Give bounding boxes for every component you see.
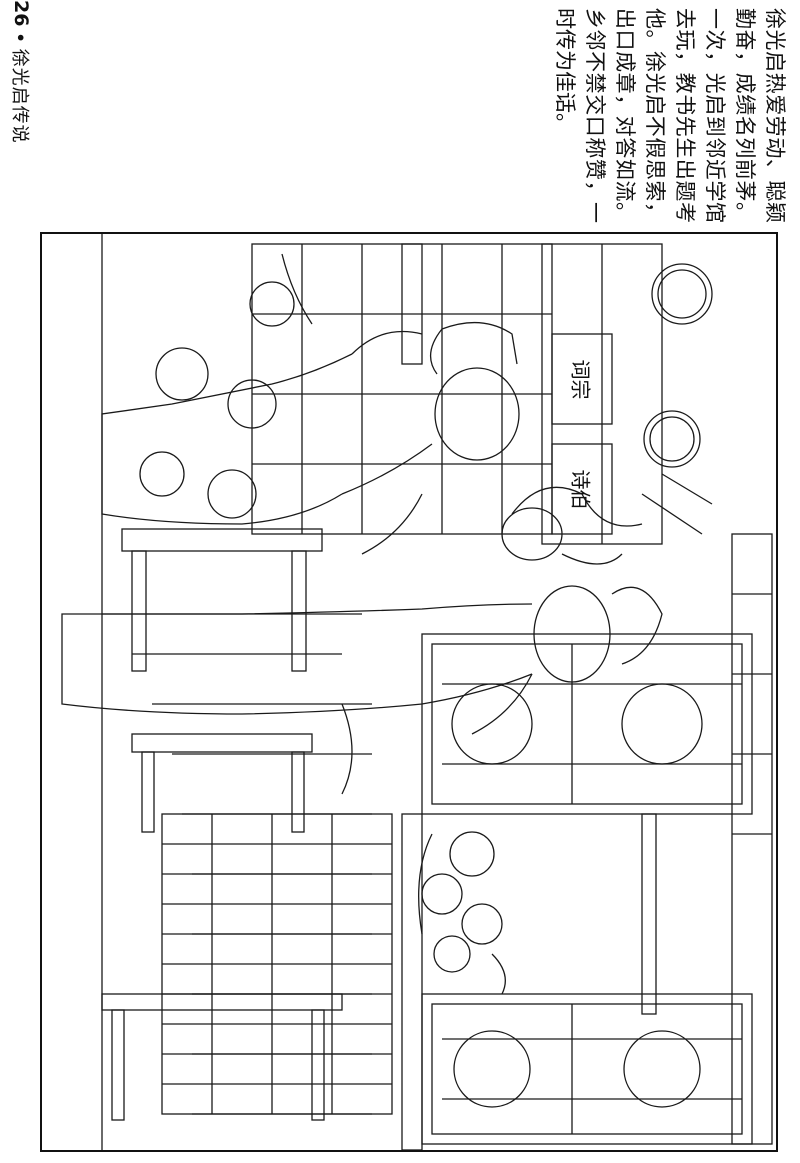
page-header: 26 • 徐光启传说	[4, 0, 38, 160]
teacher-figure	[101, 253, 520, 555]
plant-arrangement	[501, 473, 713, 565]
line-drawing-illustration	[61, 234, 773, 1150]
children-group	[418, 831, 506, 995]
book-title: 徐光启传说	[9, 48, 30, 144]
page-number: 26	[10, 0, 32, 27]
plaque-left-text: 词宗	[556, 344, 608, 414]
table	[101, 528, 343, 1121]
pillars	[401, 243, 657, 1150]
plaque-right-text: 诗伯	[556, 454, 608, 524]
plaque-right-label: 诗伯	[568, 469, 593, 509]
bookshelf-wall	[251, 243, 663, 545]
hanging-plaques	[551, 333, 613, 535]
header-separator: •	[11, 32, 31, 43]
round-plaques	[643, 263, 713, 468]
brick-wall	[161, 813, 393, 1115]
lattice-panels	[421, 533, 773, 1145]
illustration-frame: 词宗 诗伯	[40, 232, 778, 1152]
caption-block: 徐光启热爱劳动、聪颖勤奋，成绩名列前茅。一次，光启到邻近学馆去玩，教书先生出题考…	[472, 8, 790, 223]
caption-text: 徐光启热爱劳动、聪颖勤奋，成绩名列前茅。一次，光启到邻近学馆去玩，教书先生出题考…	[553, 8, 787, 223]
plaque-left-label: 词宗	[568, 359, 593, 399]
